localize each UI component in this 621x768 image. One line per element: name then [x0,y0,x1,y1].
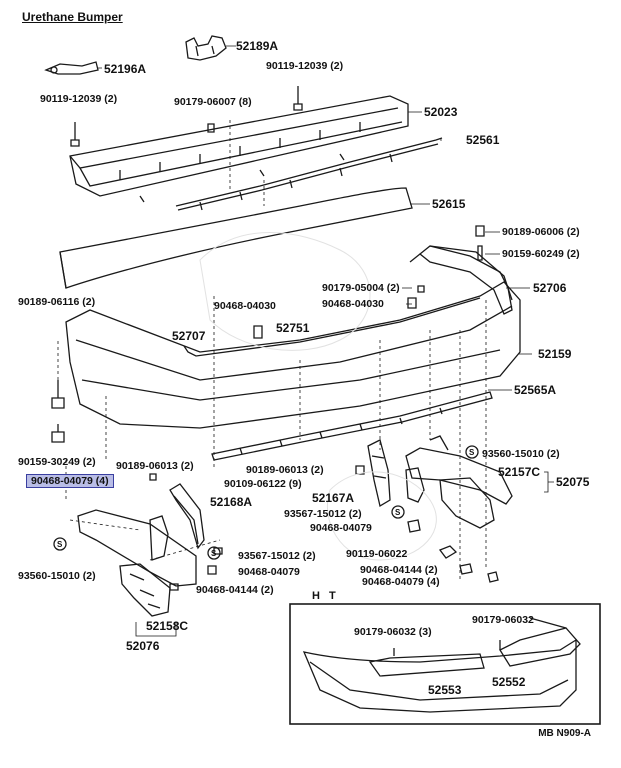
label-52552: 52552 [492,675,526,689]
label-52168A: 52168A [210,495,253,509]
label-93560-15010-top: 93560-15010 (2) [482,448,560,460]
svg-text:S: S [395,508,401,517]
label-90189-06013-mid: 90189-06013 (2) [246,464,324,476]
label-52023: 52023 [424,105,458,119]
label-52561: 52561 [466,133,500,147]
bolts-left-drawing [51,380,157,481]
bumper-cover-52159-drawing [65,245,521,429]
label-93560-15010-bottom: 93560-15010 (2) [18,570,96,582]
reference-code: MB N909-A [538,728,591,739]
label-90179-06007: 90179-06007 (8) [174,96,252,108]
label-52615: 52615 [432,197,466,211]
label-90468-04079-highlighted[interactable]: 90468-04079 (4) [26,474,114,488]
absorber-52615-drawing [59,187,413,289]
label-90179-06032-3: 90179-06032 (3) [354,626,432,638]
watermark-drawing [199,232,437,561]
label-90468-04030-right: 90468-04030 [322,298,384,310]
label-52076: 52076 [126,639,160,653]
label-52553: 52553 [428,683,462,697]
retainer-52158C-drawing [77,509,197,617]
washer-symbols-drawing [53,445,479,560]
label-90468-04079-right: 90468-04079 (4) [362,576,440,588]
label-93567-15012-mid: 93567-15012 (2) [284,508,362,520]
label-52706: 52706 [533,281,567,295]
label-90468-04079-mid: 90468-04079 [310,522,372,534]
label-90109-06122: 90109-06122 (9) [224,478,302,490]
label-52707: 52707 [172,329,206,343]
label-90468-04144-right: 90468-04144 (2) [360,564,438,576]
fasteners-right-drawing [169,225,499,591]
label-90468-04030-left: 90468-04030 [214,300,276,312]
ht-inset-drawing [289,603,601,725]
label-52159: 52159 [538,347,572,361]
svg-text:S: S [469,448,475,457]
label-90119-06022: 90119-06022 [346,548,408,560]
label-90468-04144-left: 90468-04144 (2) [196,584,274,596]
label-52158C: 52158C [146,619,189,633]
clip-52196A-drawing [44,61,99,75]
label-90159-60249: 90159-60249 (2) [502,248,580,260]
molding-52565A-drawing [211,391,493,461]
ht-inset-title: H T [312,590,339,602]
reinforcement-52023-drawing [69,95,409,203]
svg-text:S: S [57,540,63,549]
group-brackets-drawing [135,471,554,637]
label-52196A: 52196A [104,62,147,76]
label-90468-04079-low: 90468-04079 [238,566,300,578]
label-52751: 52751 [276,321,310,335]
svg-text:S: S [211,549,217,558]
label-90179-05004: 90179-05004 (2) [322,282,400,294]
label-90179-06032: 90179-06032 [472,614,534,626]
leader-lines-drawing [98,45,532,391]
label-90159-30249: 90159-30249 (2) [18,456,96,468]
label-90189-06116: 90189-06116 (2) [18,296,96,308]
label-52189A: 52189A [236,39,279,53]
label-90189-06006: 90189-06006 (2) [502,226,580,238]
label-52565A: 52565A [514,383,557,397]
label-93567-15012-low: 93567-15012 (2) [238,550,316,562]
washer-letters-drawing: S S S S [57,448,475,558]
diagram-title: Urethane Bumper [22,10,123,24]
label-52075: 52075 [556,475,590,489]
bracket-52167A-drawing [367,439,391,508]
strip-52561-drawing [175,137,443,211]
bracket-52189A-drawing [185,35,227,61]
label-90119-12039-right: 90119-12039 (2) [266,60,344,72]
retainer-52157C-drawing [405,435,513,529]
label-52157C: 52157C [498,465,541,479]
label-90119-12039-left: 90119-12039 (2) [40,93,118,105]
guide-lines-drawing [57,120,487,580]
bracket-52168A-drawing [169,483,205,550]
bolts-top-drawing [70,86,303,147]
label-90189-06013-left: 90189-06013 (2) [116,460,194,472]
label-52167A: 52167A [312,491,355,505]
retainer-52706-drawing [409,245,513,315]
